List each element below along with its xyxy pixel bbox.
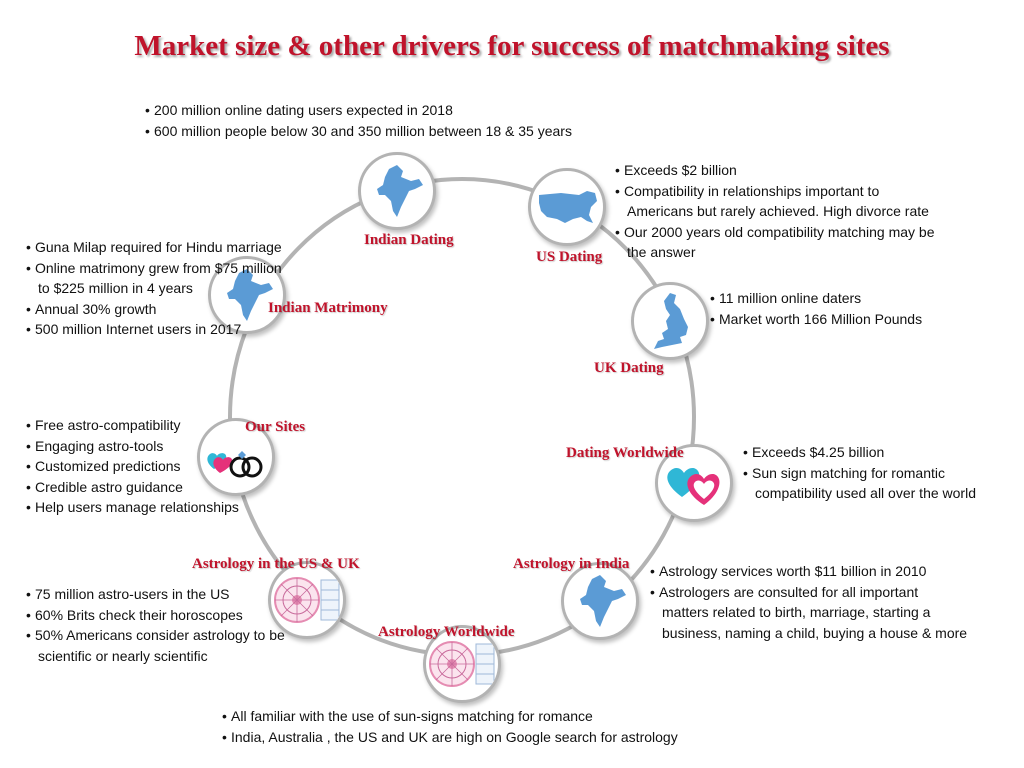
top-notes: •200 million online dating users expecte…: [145, 100, 572, 141]
indian-dating-label: Indian Dating: [364, 232, 454, 248]
rings-hearts-icon: [207, 451, 263, 478]
india-map-icon: [227, 269, 273, 321]
astrology-us-uk-node: [268, 561, 346, 639]
note-item: scientific or nearly scientific: [38, 647, 208, 664]
note-item: •Credible astro guidance: [26, 478, 183, 495]
note-item: compatibility used all over the world: [755, 485, 976, 501]
dating-worldwide-node: [655, 444, 733, 522]
dating-worldwide-label: Dating Worldwide: [566, 445, 684, 461]
note-item: •Free astro-compatibility: [26, 417, 181, 433]
matrimony-notes: •Guna Milap required for Hindu marriage …: [26, 237, 282, 340]
astrology-india-node: [561, 562, 639, 640]
note-item: •Astrology services worth $11 billion in…: [650, 563, 927, 579]
note-item: Americans but rarely achieved. High divo…: [627, 203, 929, 219]
uk-notes: •11 million online daters •Market worth …: [710, 288, 922, 329]
note-item: •200 million online dating users expecte…: [145, 102, 453, 118]
usa-map-icon: [539, 191, 597, 223]
note-item: •50% Americans consider astrology to be: [26, 627, 285, 643]
indian-matrimony-label: Indian Matrimony: [268, 300, 388, 316]
note-item: •Exceeds $2 billion: [615, 162, 737, 178]
hearts-icon: [667, 467, 720, 505]
note-item: •Annual 30% growth: [26, 300, 157, 317]
zodiac-chart-icon: [429, 641, 495, 687]
note-item: •11 million online daters: [710, 290, 862, 306]
zodiac-chart-icon: [274, 577, 340, 623]
dating-worldwide-notes: •Exceeds $4.25 billion •Sun sign matchin…: [743, 442, 976, 504]
note-item: •Engaging astro-tools: [26, 437, 164, 454]
astrology-worldwide-notes: •All familiar with the use of sun-signs …: [222, 706, 678, 747]
astrology-us-uk-notes: •75 million astro-users in the US •60% B…: [26, 584, 285, 666]
page-title: Market size & other drivers for success …: [134, 30, 890, 62]
indian-dating-node: [358, 152, 436, 230]
note-item: •Customized predictions: [26, 458, 181, 474]
note-item: •India, Australia , the US and UK are hi…: [222, 728, 678, 745]
note-item: •Help users manage relationships: [26, 499, 239, 515]
note-item: •600 million people below 30 and 350 mil…: [145, 122, 572, 139]
note-item: •60% Brits check their horoscopes: [26, 606, 243, 623]
note-item: matters related to birth, marriage, star…: [662, 604, 931, 620]
note-item: •500 million Internet users in 2017: [26, 321, 242, 337]
note-item: •Astrologers are consulted for all impor…: [650, 583, 919, 600]
note-item: •All familiar with the use of sun-signs …: [222, 708, 593, 724]
india-map-icon: [377, 165, 423, 217]
note-item: •75 million astro-users in the US: [26, 586, 230, 602]
note-item: •Market worth 166 Million Pounds: [710, 310, 923, 327]
uk-map-icon: [654, 293, 688, 349]
note-item: business, naming a child, buying a house…: [662, 624, 968, 641]
us-dating-node: [528, 168, 606, 246]
note-item: •Compatibility in relationships importan…: [615, 182, 880, 199]
uk-dating-label: UK Dating: [594, 360, 664, 376]
our-sites-label: Our Sites: [245, 419, 306, 435]
note-item: •Online matrimony grew from $75 million: [26, 259, 282, 276]
note-item: to $225 million in 4 years: [38, 280, 193, 296]
astrology-us-uk-label: Astrology in the US & UK: [192, 556, 360, 572]
india-map-icon: [580, 575, 626, 627]
us-dating-label: US Dating: [536, 249, 603, 265]
note-item: •Guna Milap required for Hindu marriage: [26, 239, 282, 255]
note-item: •Exceeds $4.25 billion: [743, 444, 885, 460]
note-item: •Sun sign matching for romantic: [743, 464, 945, 481]
uk-dating-node: [631, 282, 709, 360]
note-item: the answer: [627, 244, 696, 260]
astrology-india-label: Astrology in India: [513, 556, 630, 572]
us-notes: •Exceeds $2 billion •Compatibility in re…: [615, 160, 934, 263]
astrology-worldwide-label: Astrology Worldwide: [378, 624, 515, 640]
astrology-india-notes: •Astrology services worth $11 billion in…: [650, 561, 967, 643]
indian-matrimony-node: [208, 256, 286, 334]
astrology-worldwide-node: [423, 625, 501, 703]
note-item: •Our 2000 years old compatibility matchi…: [615, 223, 935, 240]
our-sites-node: [197, 418, 275, 496]
our-sites-notes: •Free astro-compatibility •Engaging astr…: [26, 415, 239, 518]
